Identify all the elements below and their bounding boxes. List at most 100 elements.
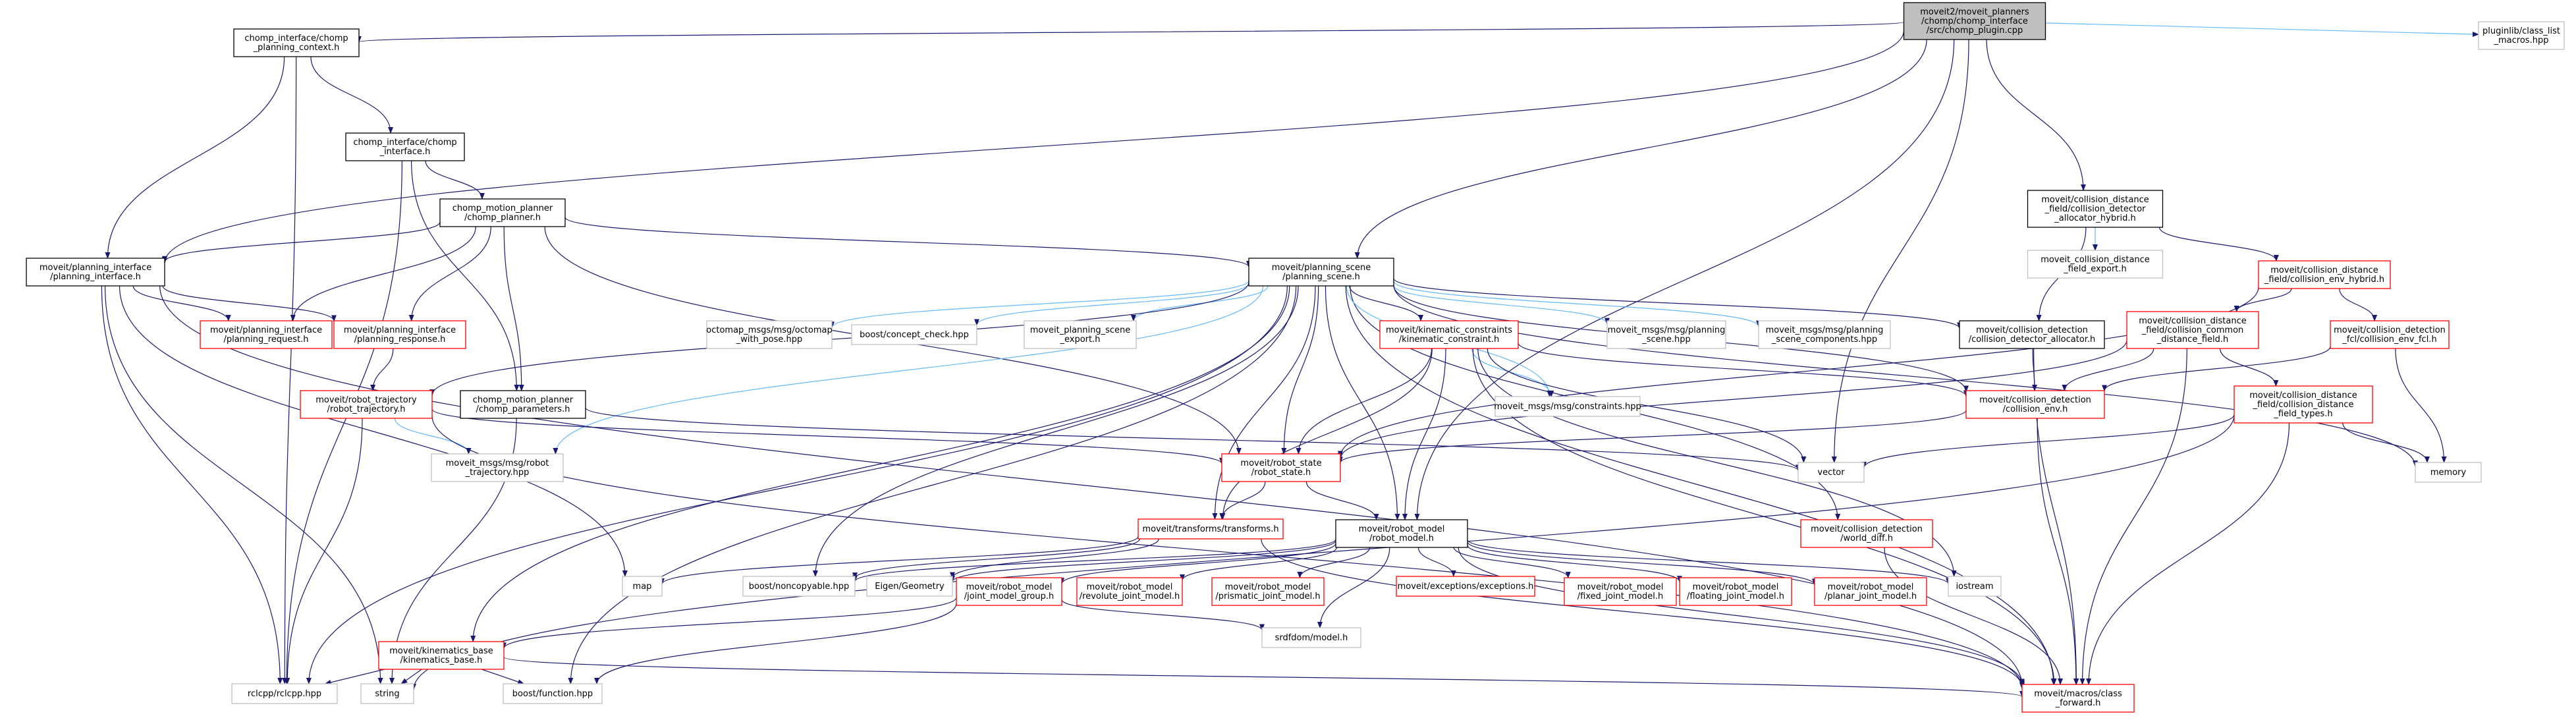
node-label-line: moveit/collision_detection xyxy=(1976,325,2088,335)
node-label-line: chomp_motion_planner xyxy=(473,395,574,405)
node-jmg[interactable]: moveit/robot_model/joint_model_group.h xyxy=(956,577,1062,606)
edge-kin-con-to-cenv xyxy=(1518,343,1969,397)
node-label-line: moveit/robot_model xyxy=(1225,582,1311,592)
edge-cdf-types-to-vector xyxy=(1861,414,2235,468)
node-box xyxy=(1564,577,1677,606)
node-ps-comp: moveit_msgs/msg/planning_scene_component… xyxy=(1758,320,1891,349)
edge-ctx-to-rclcpp xyxy=(282,56,297,684)
node-root[interactable]: moveit2/moveit_planners/chomp/chomp_inte… xyxy=(1903,2,2046,40)
node-box xyxy=(2027,190,2164,228)
node-pi[interactable]: moveit/planning_interface/planning_inter… xyxy=(26,258,165,287)
node-label-line: moveit/exceptions/exceptions.h xyxy=(1398,582,1534,592)
node-box xyxy=(503,683,603,704)
node-label-line: rclcpp/rclcpp.hpp xyxy=(248,689,321,699)
node-box xyxy=(1494,396,1641,417)
node-box xyxy=(2415,462,2482,483)
node-class-fwd[interactable]: moveit/macros/class_forward.h xyxy=(2021,684,2135,713)
node-transforms[interactable]: moveit/transforms/transforms.h xyxy=(1137,518,1284,540)
node-label-line: moveit/kinematic_constraints xyxy=(1386,325,1512,335)
node-chomp-params[interactable]: chomp_motion_planner/chomp_parameters.h xyxy=(460,390,586,419)
node-label-line: _field_export.h xyxy=(2063,264,2127,274)
node-cdf-types[interactable]: moveit/collision_distance_field/collisio… xyxy=(2233,385,2373,424)
node-kin-con[interactable]: moveit/kinematic_constraints/kinematic_c… xyxy=(1379,320,1519,349)
node-srdfdom: srdfdom/model.h xyxy=(1261,627,1361,648)
node-label-line: _fcl/collision_env_fcl.h xyxy=(2342,335,2436,345)
node-chomp-iface[interactable]: chomp_interface/chomp_interface.h xyxy=(345,132,465,161)
node-box xyxy=(1137,518,1284,540)
node-floating[interactable]: moveit/robot_model/floating_joint_model.… xyxy=(1679,577,1792,606)
node-label-line: moveit/transforms/transforms.h xyxy=(1142,524,1278,534)
node-box xyxy=(460,390,586,419)
node-label-line: /src/chomp_plugin.cpp xyxy=(1927,26,2023,36)
node-cenv[interactable]: moveit/collision_detection/collision_env… xyxy=(1965,390,2105,419)
node-box xyxy=(706,320,833,349)
node-label-line: moveit/planning_interface xyxy=(40,263,151,273)
edge-cenv-to-class-fwd xyxy=(2037,418,2079,685)
node-ps[interactable]: moveit/planning_scene/planning_scene.h xyxy=(1248,258,1394,287)
edge-ps-to-rtraj-msg xyxy=(553,285,1264,455)
node-cenv-hybrid[interactable]: moveit/collision_distance_field/collisio… xyxy=(2258,260,2391,289)
node-label-line: _distance_field.h xyxy=(2156,335,2229,345)
node-label-line: /revolute_joint_model.h xyxy=(1080,592,1180,601)
edge-jmg-to-kin-base xyxy=(501,597,957,650)
node-box xyxy=(233,28,360,57)
node-revolute[interactable]: moveit/robot_model/revolute_joint_model.… xyxy=(1076,577,1183,606)
node-presp[interactable]: moveit/planning_interface/planning_respo… xyxy=(333,320,466,349)
node-label-line: boost/noncopyable.hpp xyxy=(749,582,850,592)
edge-cdf-types-to-class-fwd xyxy=(2086,422,2290,685)
node-label-line: moveit/collision_distance xyxy=(2041,195,2149,205)
edge-rmodel-to-srdfdom xyxy=(1317,547,1390,628)
node-box xyxy=(622,576,663,597)
node-rtraj-msg: moveit_msgs/msg/robot_trajectory.hpp xyxy=(431,453,564,482)
node-label-line: _allocator_hybrid.h xyxy=(2054,213,2135,223)
node-label-line: moveit/collision_detection xyxy=(1811,524,1923,534)
node-label-line: moveit/robot_trajectory xyxy=(315,395,417,405)
node-label-line: octomap_msgs/msg/octomap xyxy=(706,325,832,335)
node-label-line: memory xyxy=(2430,468,2467,478)
node-label-line: moveit/robot_model xyxy=(1087,582,1173,592)
node-box xyxy=(1221,453,1341,482)
node-box xyxy=(345,132,465,161)
edge-rtraj-to-rclcpp xyxy=(285,418,363,684)
node-prismatic[interactable]: moveit/robot_model/prismatic_joint_model… xyxy=(1211,577,1325,606)
node-cenv-fcl[interactable]: moveit/collision_detection_fcl/collision… xyxy=(2330,320,2450,349)
node-ctx[interactable]: chomp_interface/chomp_planning_context.h xyxy=(233,28,360,57)
node-box xyxy=(333,320,466,349)
edge-rmodel-to-exceptions xyxy=(1417,547,1456,577)
edge-rmodel-to-planar xyxy=(1467,541,1817,586)
node-kin-base[interactable]: moveit/kinematics_base/kinematics_base.h xyxy=(378,641,505,670)
node-rstate[interactable]: moveit/robot_state/robot_state.h xyxy=(1221,453,1341,482)
node-label-line: _scene.hpp xyxy=(1641,335,1691,345)
node-world-diff[interactable]: moveit/collision_detection/world_diff.h xyxy=(1800,519,1933,548)
node-cdf-common[interactable]: moveit/collision_distance_field/collisio… xyxy=(2126,311,2259,349)
node-rtraj[interactable]: moveit/robot_trajectory/robot_trajectory… xyxy=(300,390,433,419)
node-rmodel[interactable]: moveit/robot_model/robot_model.h xyxy=(1335,519,1468,548)
node-label-line: _macros.hpp xyxy=(2494,36,2549,45)
node-exceptions[interactable]: moveit/exceptions/exceptions.h xyxy=(1396,576,1535,597)
node-box xyxy=(2233,385,2373,424)
edge-rmodel-to-jmg xyxy=(1059,543,1336,585)
node-label-line: moveit/robot_model xyxy=(1693,582,1779,592)
node-box xyxy=(200,320,333,349)
node-preq[interactable]: moveit/planning_interface/planning_reque… xyxy=(200,320,333,349)
node-cdf-hybrid[interactable]: moveit/collision_distance_field/collisio… xyxy=(2027,190,2164,228)
node-label-line: string xyxy=(375,689,399,699)
node-label-line: /prismatic_joint_model.h xyxy=(1215,592,1320,601)
node-chomp-planner[interactable]: chomp_motion_planner/chomp_planner.h xyxy=(439,198,566,227)
node-label-line: /planning_interface.h xyxy=(50,272,141,282)
node-label-line: /kinematic_constraint.h xyxy=(1399,335,1500,345)
edge-ps-to-rstate xyxy=(1281,285,1319,455)
edge-pi-to-preq xyxy=(132,285,231,321)
node-box xyxy=(2478,21,2565,50)
node-box xyxy=(1814,577,1927,606)
node-layer: moveit2/moveit_planners/chomp/chomp_inte… xyxy=(26,2,2565,713)
edge-root-to-rmodel xyxy=(1414,39,1955,520)
node-label-line: moveit_planning_scene xyxy=(1030,325,1131,335)
node-string: string xyxy=(360,683,414,704)
node-box xyxy=(1679,577,1792,606)
node-planar[interactable]: moveit/robot_model/planar_joint_model.h xyxy=(1814,577,1927,606)
node-fixed[interactable]: moveit/robot_model/fixed_joint_model.h xyxy=(1564,577,1677,606)
node-label-line: _export.h xyxy=(1060,335,1101,345)
node-cd-alloc[interactable]: moveit/collision_detection/collision_det… xyxy=(1959,320,2105,349)
edge-ps-to-class-fwd xyxy=(1345,285,2056,685)
